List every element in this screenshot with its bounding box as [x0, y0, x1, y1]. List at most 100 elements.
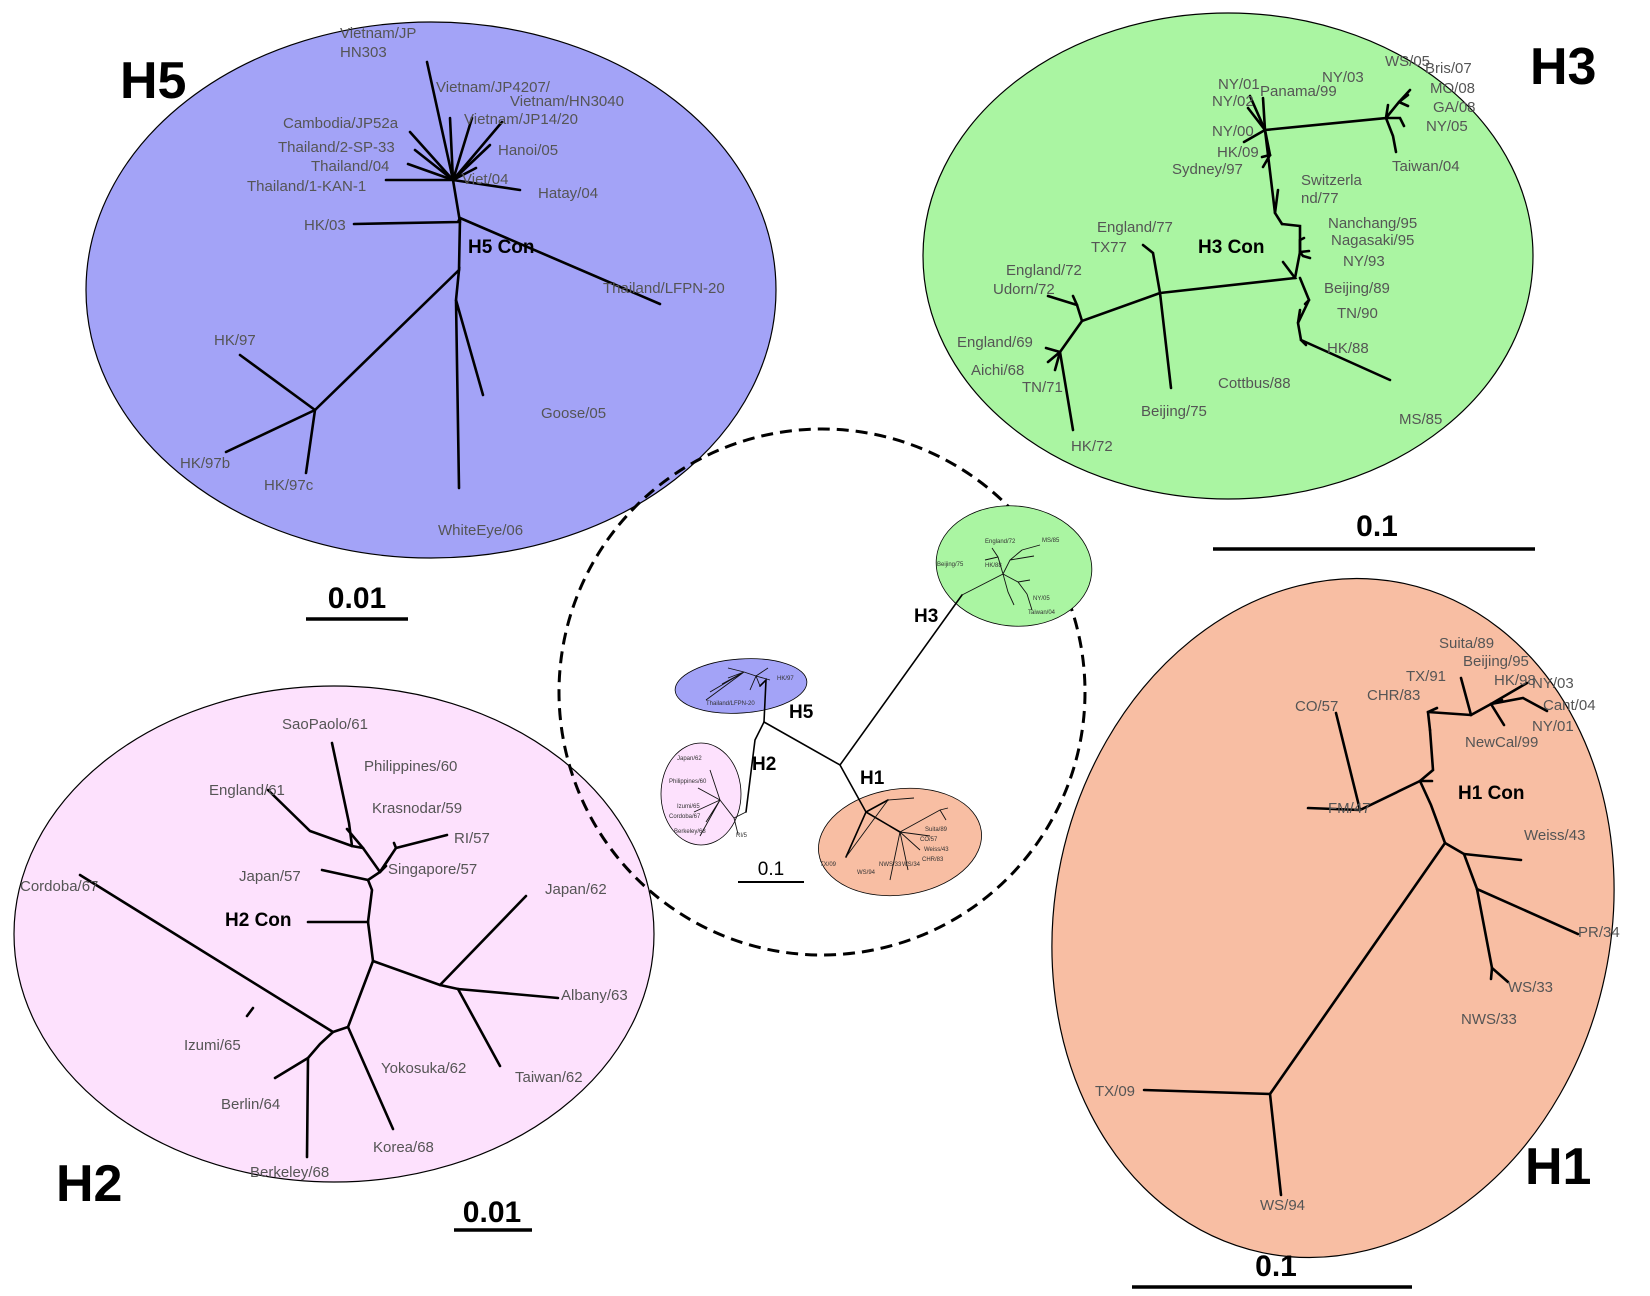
h2-tree — [78, 741, 560, 1159]
h1-tip: Suita/89 — [1439, 635, 1494, 652]
overview-h1-tip: CHR/83 — [922, 857, 944, 863]
overview-h5-tip: HK/97 — [777, 676, 794, 682]
overview-h2-tip: Izumi/65 — [677, 804, 700, 810]
h1-tip: Weiss/43 — [1524, 827, 1585, 844]
overview-panel: HK/97 Thailand/LFPN-20 England/72 MS/85 … — [557, 427, 1093, 957]
h1-tip: NewCal/99 — [1465, 734, 1538, 751]
overview-h1-tip: WS/94 — [857, 870, 876, 876]
h2-tip: Singapore/57 — [388, 861, 477, 878]
overview-h2-tip: Philippines/60 — [669, 779, 707, 785]
h5-scale-label: 0.01 — [328, 582, 386, 615]
overview-label-h3: H3 — [914, 606, 938, 627]
h5-ellipse — [85, 21, 777, 559]
h3-tip: NY/05 — [1426, 118, 1468, 135]
h5-tip: Viet/04 — [462, 171, 508, 188]
h3-tip: Bris/07 — [1425, 60, 1472, 77]
h2-tip: Taiwan/62 — [515, 1069, 583, 1086]
h5-tip-labels: Vietnam/JP HN303 Vietnam/JP4207/ Vietnam… — [180, 25, 725, 539]
overview-h3-tip: HK/88 — [985, 563, 1002, 569]
h5-tip: Vietnam/JP — [340, 25, 416, 42]
h5-consensus-label: H5 Con — [468, 237, 535, 258]
h2-tip: Krasnodar/59 — [372, 800, 462, 817]
h3-tip: Panama/99 — [1260, 83, 1337, 100]
h3-tip: Cottbus/88 — [1218, 375, 1291, 392]
overview-h3-ellipse — [935, 505, 1093, 627]
overview-h2-tip: RI/5 — [736, 833, 748, 839]
overview-h1-tip: TX/09 — [820, 862, 837, 868]
h2-tip: SaoPaolo/61 — [282, 716, 368, 733]
h5-tip: HK/03 — [304, 217, 346, 234]
h3-tip: HK/88 — [1327, 340, 1369, 357]
overview-h5-ellipse — [674, 658, 808, 714]
h5-tip: WhiteEye/06 — [438, 522, 523, 539]
overview-h1-tip: CO/57 — [920, 837, 938, 843]
h1-tip: NY/01 — [1532, 718, 1574, 735]
overview-h1-ellipse — [818, 787, 982, 897]
overview-h1-tip: Weiss/43 — [924, 847, 949, 853]
h3-tip-labels: NY/01 NY/02 Panama/99 NY/03 WS/05 Bris/0… — [957, 53, 1476, 455]
overview-h3-tip: Beijing/75 — [937, 562, 964, 568]
overview-h3-tip: England/72 — [985, 539, 1016, 545]
h5-panel: Vietnam/JP HN303 Vietnam/JP4207/ Vietnam… — [85, 21, 777, 621]
h5-tip: Thailand/1-KAN-1 — [247, 178, 366, 195]
h1-tip: WS/33 — [1508, 979, 1553, 996]
h3-tip: HK/09 — [1217, 144, 1259, 161]
h5-title: H5 — [120, 52, 186, 110]
h3-tip: England/72 — [1006, 262, 1082, 279]
h2-ellipse — [13, 685, 655, 1183]
h1-tip: WS/94 — [1260, 1197, 1305, 1214]
overview-label-h5: H5 — [789, 702, 814, 723]
h1-tip: TX/09 — [1095, 1083, 1135, 1100]
overview-label-h1: H1 — [860, 768, 885, 789]
h5-tip: Thailand/04 — [311, 158, 389, 175]
h3-tip: NY/03 — [1322, 69, 1364, 86]
h3-tip: England/77 — [1097, 219, 1173, 236]
h3-consensus-label: H3 Con — [1198, 237, 1265, 258]
h3-tip: Switzerla — [1301, 172, 1363, 189]
h2-tip: Japan/57 — [239, 868, 301, 885]
h5-tip: Cambodia/JP52a — [283, 115, 399, 132]
h5-tip: Goose/05 — [541, 405, 606, 422]
h2-tip: Albany/63 — [561, 987, 628, 1004]
overview-backbone — [745, 594, 963, 858]
h3-tree — [1044, 88, 1412, 432]
overview-h2-tip: Berkeley/68 — [674, 829, 706, 835]
overview-h2-ellipse — [660, 742, 742, 846]
overview-h3-tip: NY/05 — [1033, 596, 1050, 602]
h1-tip-labels: Suita/89 Beijing/95 TX/91 HK/98 NY/03 CH… — [1095, 635, 1620, 1214]
h5-tree — [224, 60, 662, 490]
h5-tip: Vietnam/JP4207/ — [436, 79, 551, 96]
h3-tip: Udorn/72 — [993, 281, 1055, 298]
h3-tip: Aichi/68 — [971, 362, 1024, 379]
overview-h3-tip: MS/85 — [1042, 538, 1060, 544]
overview-mini-labels: HK/97 Thailand/LFPN-20 England/72 MS/85 … — [669, 538, 1060, 876]
h5-tip: HN303 — [340, 44, 387, 61]
h1-tip: NWS/33 — [1461, 1011, 1517, 1028]
h3-tip: MO/08 — [1430, 80, 1475, 97]
h2-scale-label: 0.01 — [463, 1196, 521, 1229]
overview-h3-tip: Taiwan/04 — [1028, 610, 1056, 616]
overview-h5-tip: Thailand/LFPN-20 — [706, 701, 755, 707]
h2-tip: England/61 — [209, 782, 285, 799]
h2-tip: Philippines/60 — [364, 758, 457, 775]
h5-tip: HK/97b — [180, 455, 230, 472]
h3-tip: England/69 — [957, 334, 1033, 351]
h1-tip: Cant/04 — [1543, 697, 1596, 714]
h3-tip: Beijing/89 — [1324, 280, 1390, 297]
h5-tip: HK/97c — [264, 477, 314, 494]
h3-tip: WS/05 — [1385, 53, 1430, 70]
overview-dashed-circle — [557, 427, 1087, 957]
h3-tip: HK/72 — [1071, 438, 1113, 455]
h2-tip: Japan/62 — [545, 881, 607, 898]
h3-tip: TN/71 — [1022, 379, 1063, 396]
overview-scale-label: 0.1 — [758, 859, 784, 880]
h3-title: H3 — [1530, 38, 1596, 96]
h3-tip: NY/00 — [1212, 123, 1254, 140]
h3-tip: Sydney/97 — [1172, 161, 1243, 178]
h1-tip: Beijing/95 — [1463, 653, 1529, 670]
h2-tip: RI/57 — [454, 830, 490, 847]
overview-h1-tip: Suita/89 — [925, 827, 948, 833]
h1-panel: Suita/89 Beijing/95 TX/91 HK/98 NY/03 CH… — [1051, 577, 1620, 1289]
h2-tip-labels: SaoPaolo/61 Philippines/60 England/61 Kr… — [20, 716, 628, 1181]
